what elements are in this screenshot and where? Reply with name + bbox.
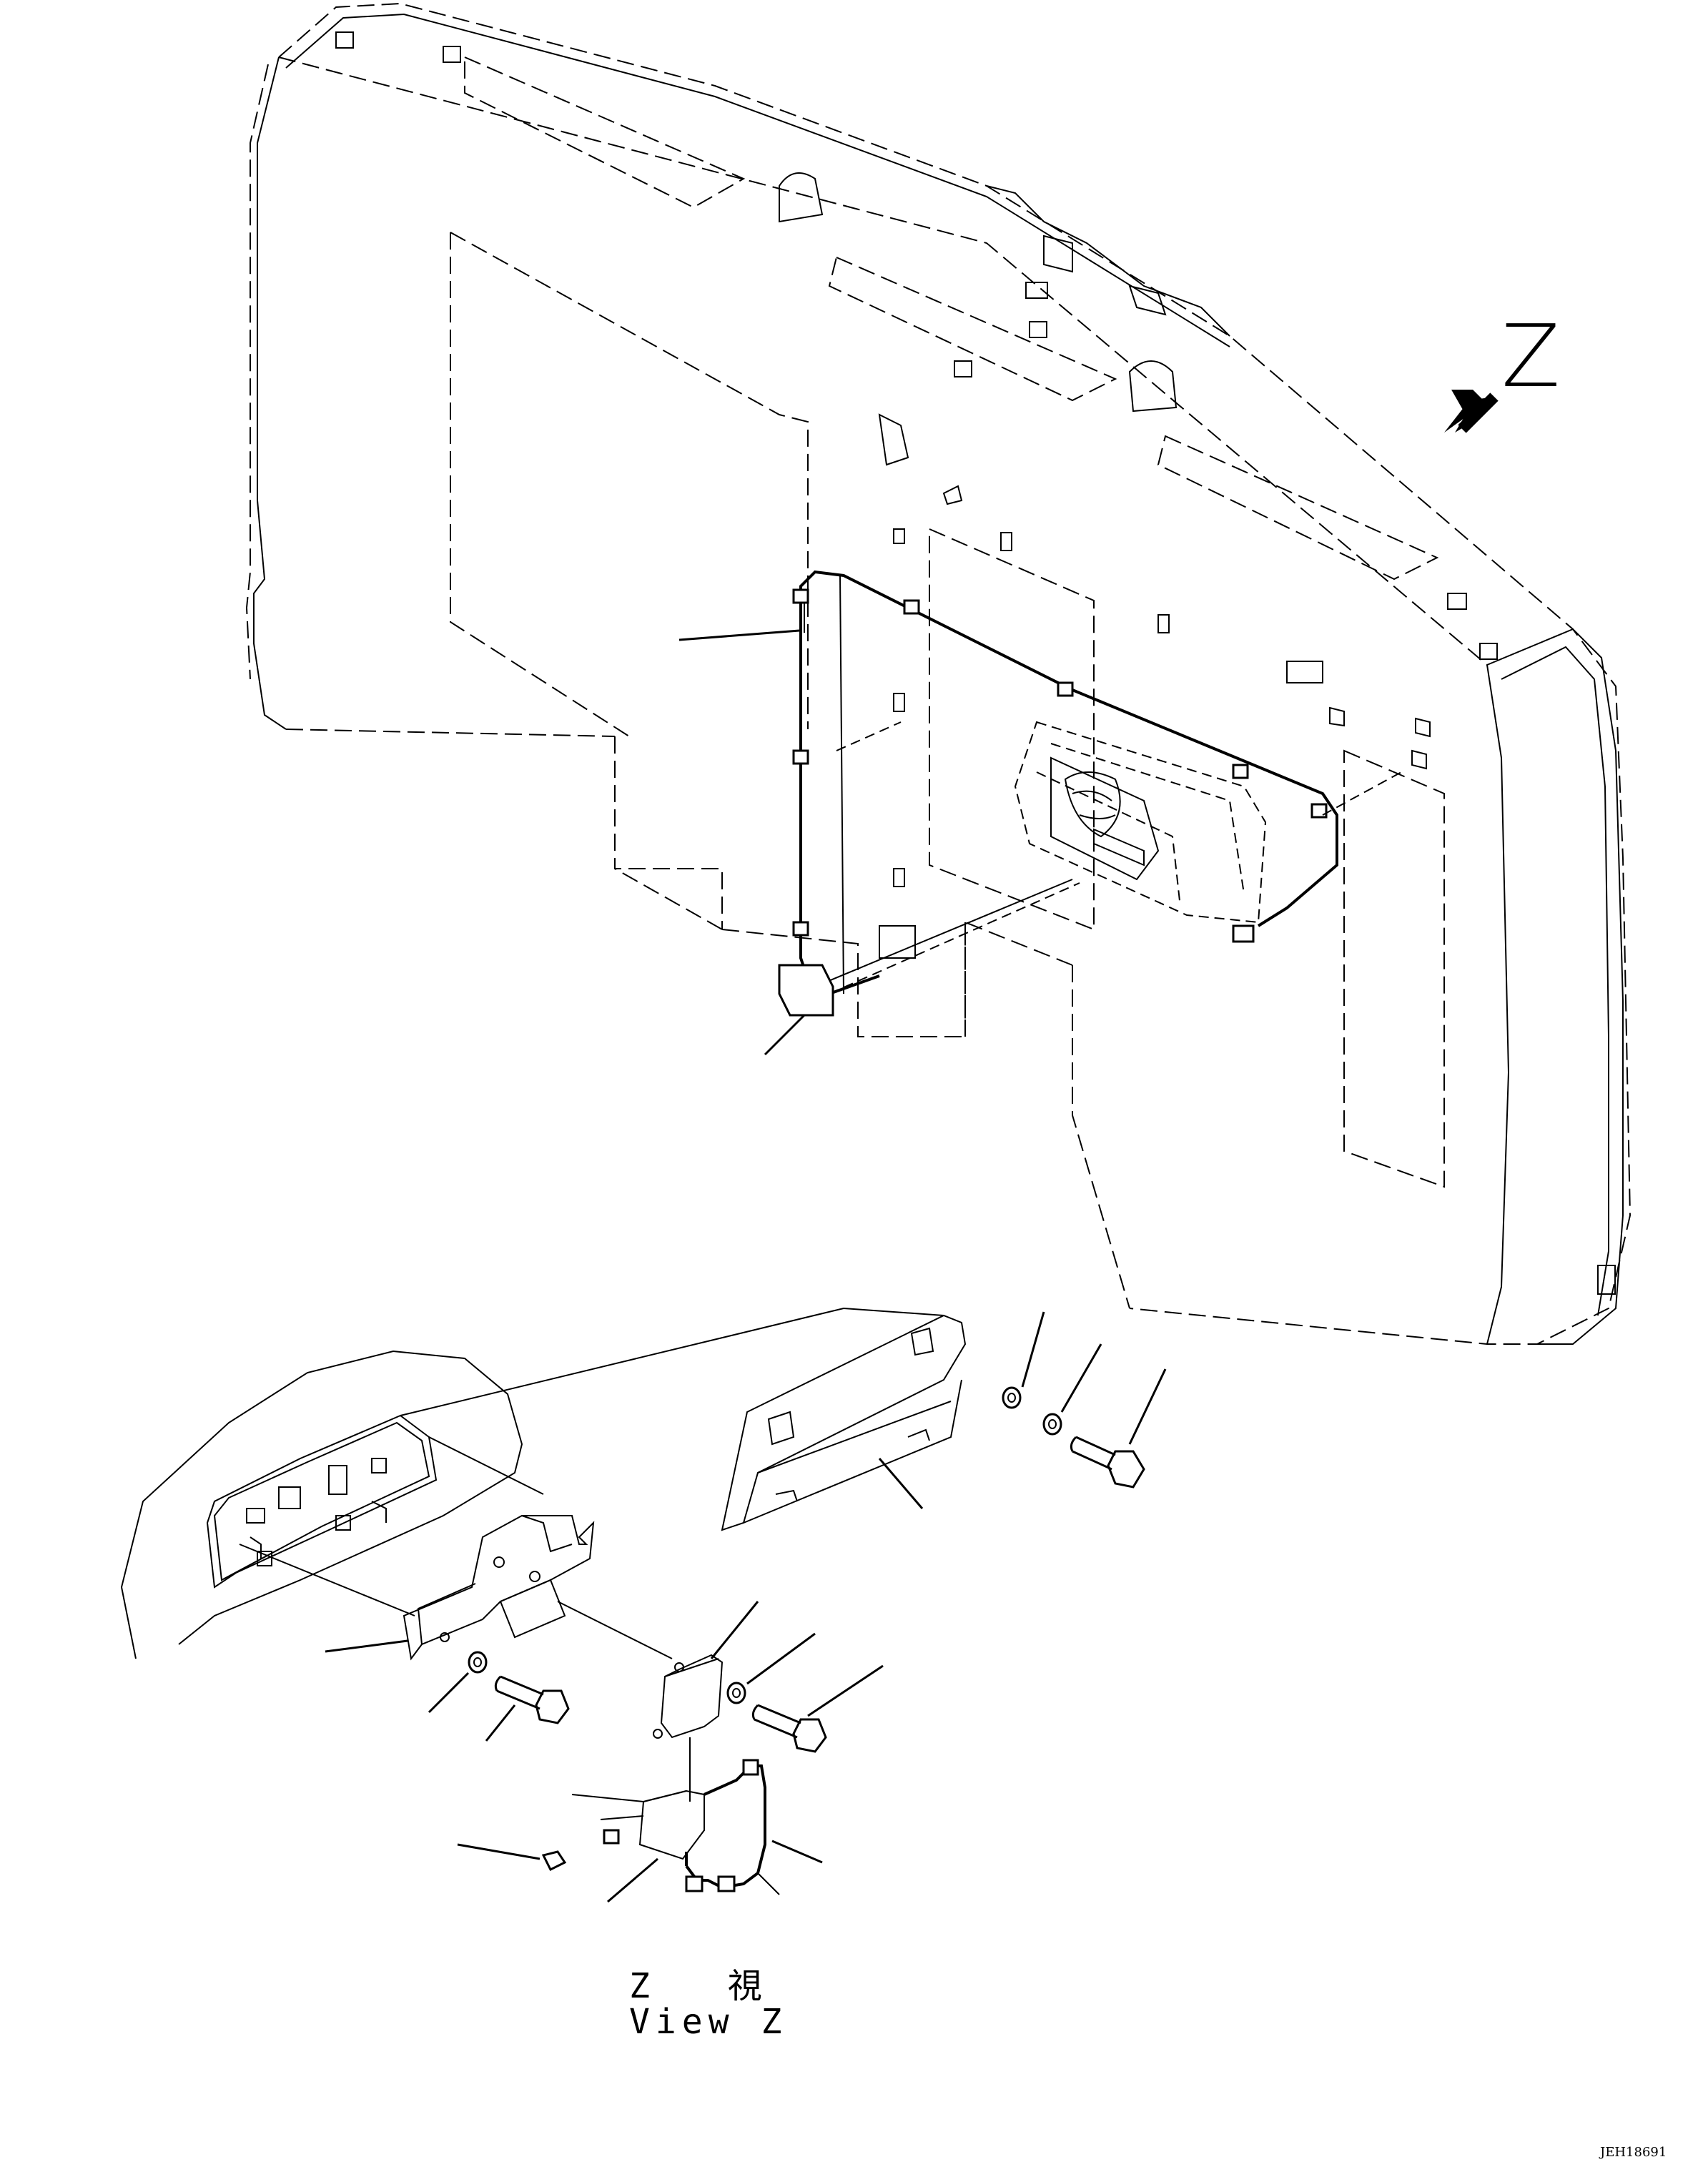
view-caption-jp: Z 視 bbox=[629, 1966, 791, 2006]
cab-body bbox=[245, 2, 1632, 1345]
hardware-upper bbox=[1002, 1311, 1167, 1489]
view-letter: Z bbox=[1501, 307, 1561, 407]
console-housing bbox=[120, 1307, 944, 1659]
view-caption-en: View Z bbox=[629, 2002, 788, 2042]
cover-panel bbox=[721, 1314, 967, 1531]
cab-harness bbox=[778, 570, 1402, 1017]
sub-harness bbox=[457, 1759, 823, 1903]
drawing-id: JEH18691 bbox=[1600, 2145, 1667, 2160]
hardware-lower-left bbox=[428, 1651, 570, 1742]
hardware-middle bbox=[726, 1632, 884, 1753]
mounting-bracket bbox=[239, 1515, 673, 1661]
arrow-icon bbox=[1444, 390, 1499, 433]
panel-cluster bbox=[1014, 721, 1267, 924]
